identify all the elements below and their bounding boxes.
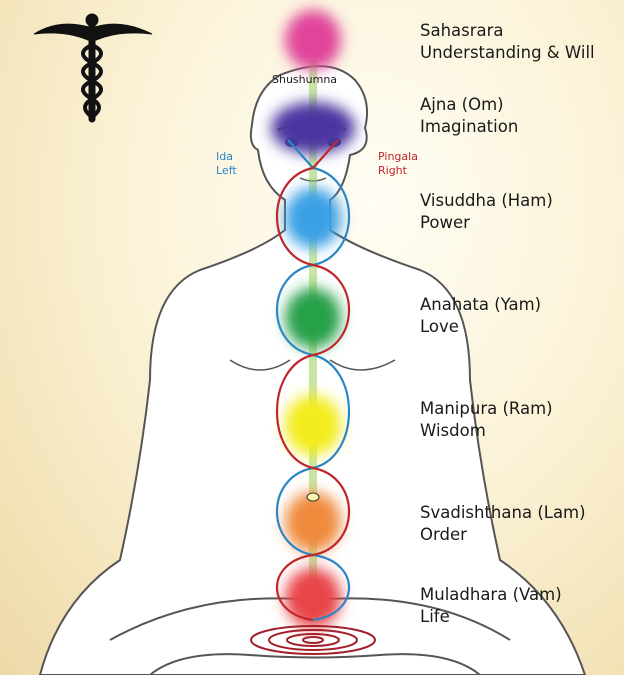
chakra-meaning: Life (420, 607, 450, 626)
chakra-label: Ajna (Om) Imagination (420, 94, 518, 138)
knot (306, 492, 320, 502)
pingala-strand (275, 139, 351, 622)
chakra-7 (285, 568, 341, 628)
chakra-meaning: Wisdom (420, 421, 486, 440)
ida-strand (275, 139, 351, 622)
chakra-name: Ajna (Om) (420, 95, 504, 114)
chakra-1 (285, 10, 341, 70)
chakra-meaning: Imagination (420, 117, 519, 136)
chakra-name: Svadishthana (Lam) (420, 503, 586, 522)
chakra-meaning: Understanding & Will (420, 43, 595, 62)
caduceus-icon (33, 13, 153, 123)
chakra-5 (285, 395, 341, 455)
chakra-2 (271, 102, 355, 154)
chakra-label: Muladhara (Vam) Life (420, 584, 562, 628)
chakra-3 (285, 188, 341, 248)
chakra-name: Manipura (Ram) (420, 399, 553, 418)
chakra-name: Sahasrara (420, 21, 504, 40)
chakra-meaning: Power (420, 213, 470, 232)
chakra-6 (285, 492, 341, 552)
shushumna-label: Shushumna (272, 73, 338, 86)
root-spiral-icon (250, 625, 376, 655)
chakra-label: Anahata (Yam) Love (420, 294, 541, 338)
chakra-label: Svadishthana (Lam) Order (420, 502, 586, 546)
chakra-4 (285, 288, 341, 348)
chakra-label: Manipura (Ram) Wisdom (420, 398, 553, 442)
chakra-name: Anahata (Yam) (420, 295, 542, 314)
chakra-name: Muladhara (Vam) (420, 585, 562, 604)
chakra-meaning: Order (420, 525, 467, 544)
chakra-label: Visuddha (Ham) Power (420, 190, 553, 234)
chakra-name: Visuddha (Ham) (420, 191, 553, 210)
chakra-meaning: Love (420, 317, 459, 336)
